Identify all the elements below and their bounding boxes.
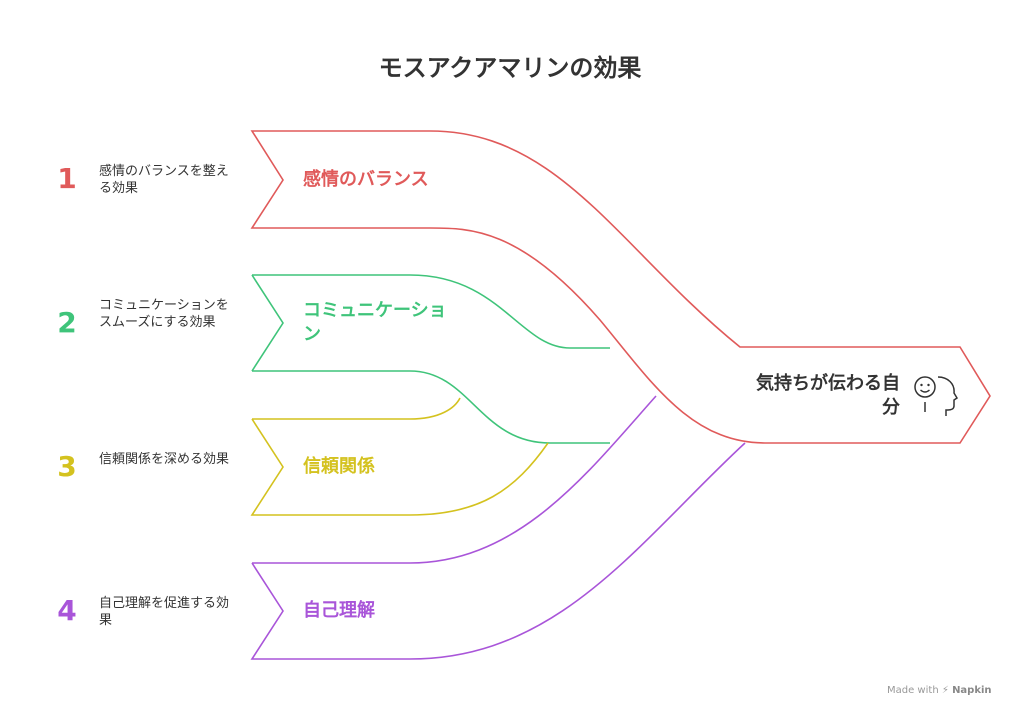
item-description-4: 自己理解を促進する効果 [99,596,230,628]
item-number-3: 3 [57,450,77,483]
outcome-label: 気持ちが伝わる自分 [756,373,900,418]
band-trust [250,397,549,516]
item-description-3: 信頼関係を深める効果 [99,452,230,467]
band-communication-arrow [251,274,284,372]
item-number-4: 4 [57,594,77,627]
diagram-title: モスアクアマリンの効果 [378,54,642,82]
band-emotional-balance [250,130,991,444]
brand-name: Napkin [952,685,992,696]
band-label-4: 自己理解 [303,600,375,621]
band-communication [252,274,610,349]
footer-credit: Made with ⚡ Napkin [887,685,992,696]
item-number-2: 2 [57,306,77,339]
item-description-2: コミュニケーションをスムーズにする効果 [99,298,229,330]
band-self-understanding [250,395,746,660]
napkin-logo-icon: ⚡ [941,685,949,696]
item-description-1: 感情のバランスを整える効果 [99,164,229,196]
person-head-icon [914,376,959,416]
band-label-2: コミュニケーション [303,300,447,345]
band-communication-lower [252,370,610,444]
made-with-text: Made with [887,685,939,696]
item-number-1: 1 [57,162,77,195]
band-label-1: 感情のバランス [303,169,429,190]
band-label-3: 信頼関係 [303,456,375,477]
